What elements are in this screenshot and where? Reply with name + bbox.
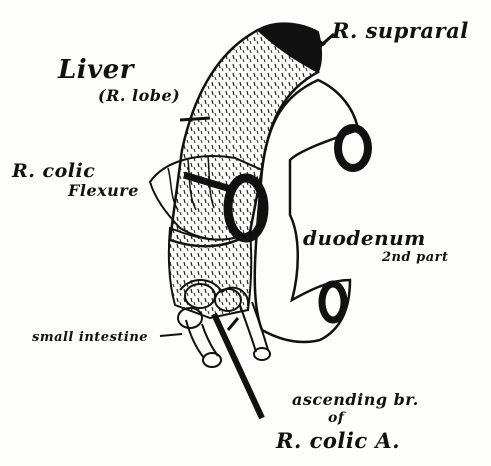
colic-label: R. colic xyxy=(12,160,95,182)
flexure-label: Flexure xyxy=(68,181,139,200)
liver-lobe-label: (R. lobe) xyxy=(98,86,180,105)
liver-lobe-shape xyxy=(170,30,318,246)
duodenum-part-label: 2nd part xyxy=(382,250,448,265)
duodenum-upper-opening xyxy=(338,128,368,168)
small-intestine-label: small intestine xyxy=(32,330,148,345)
colic-artery-label: R. colic A. xyxy=(276,428,400,453)
liver-label: Liver xyxy=(58,55,134,85)
colic-artery-branch xyxy=(214,314,262,418)
of-label: of xyxy=(328,410,344,426)
liver-pointer xyxy=(180,118,210,120)
small-intestine-pointer xyxy=(160,334,182,336)
duodenum-label: duodenum xyxy=(303,226,426,250)
colic-artery-stub xyxy=(228,318,238,330)
duodenum-lower-opening xyxy=(322,284,344,320)
ascending-branch-label: ascending br. xyxy=(292,390,419,409)
suprarenal-label: R. supraral xyxy=(332,18,469,43)
